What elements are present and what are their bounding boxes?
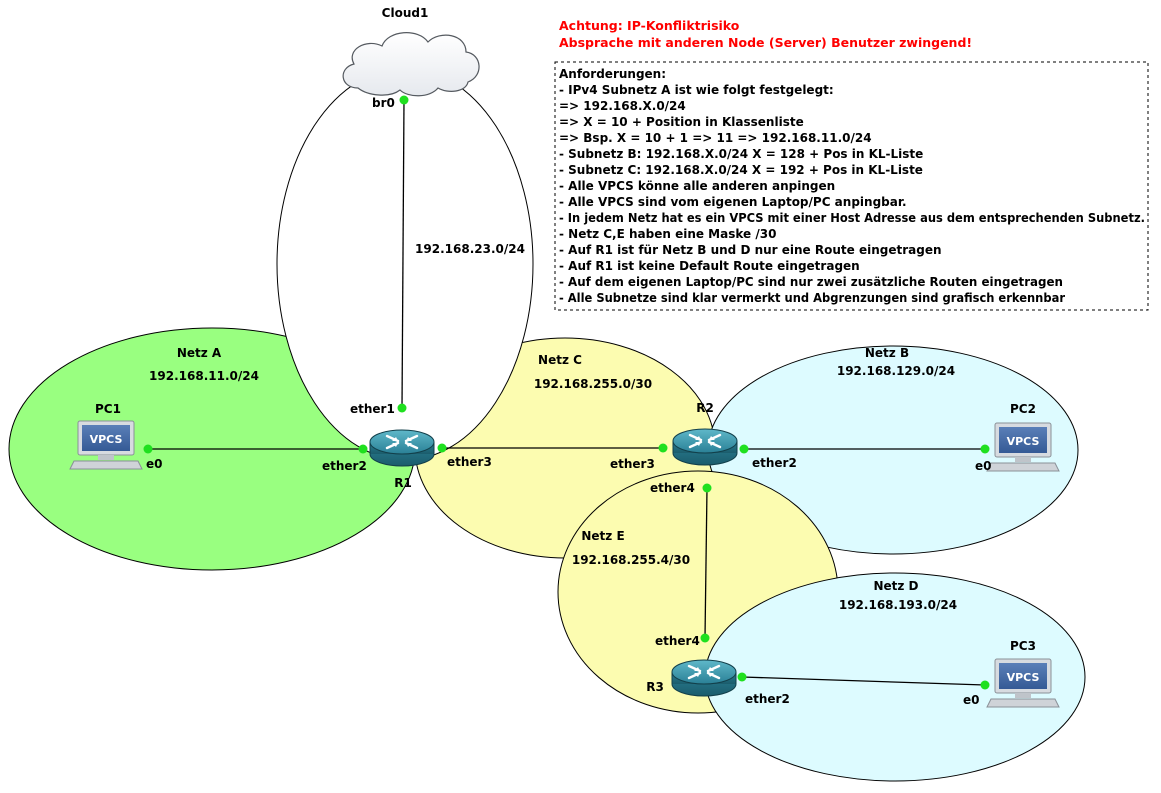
netz-c-name: Netz C xyxy=(538,353,582,367)
router-r3-label: R3 xyxy=(646,680,664,694)
netz-a-subnet: 192.168.11.0/24 xyxy=(149,369,259,383)
netz-e-subnet: 192.168.255.4/30 xyxy=(572,553,690,567)
requirement-line: - Alle VPCS sind vom eigenen Laptop/PC a… xyxy=(559,195,907,209)
requirements-list: Anforderungen: - IPv4 Subnetz A ist wie … xyxy=(559,67,1145,305)
cloud-link-subnet: 192.168.23.0/24 xyxy=(415,242,525,256)
netz-a-name: Netz A xyxy=(177,346,222,360)
router-r1-label: R1 xyxy=(394,476,412,490)
pc2-vpcs-icon[interactable]: VPCS xyxy=(986,422,1060,472)
cloud-label: Cloud1 xyxy=(382,6,429,20)
requirement-line: - In jedem Netz hat es ein VPCS mit eine… xyxy=(559,211,1145,225)
port-r2-ether2-dot[interactable] xyxy=(739,444,749,454)
netz-d-subnet: 192.168.193.0/24 xyxy=(839,598,957,612)
pc1-vpcs-icon[interactable]: VPCS xyxy=(69,420,143,470)
port-r3-ether2-label: ether2 xyxy=(745,692,790,706)
port-r1-ether3-dot[interactable] xyxy=(437,443,447,453)
pc3-vpcs-icon[interactable]: VPCS xyxy=(986,658,1060,708)
cloud-icon[interactable] xyxy=(342,32,480,97)
router-r2-icon[interactable] xyxy=(671,427,739,467)
pc3-label: PC3 xyxy=(1010,639,1036,653)
pc1-vpcs-badge: VPCS xyxy=(90,433,123,446)
requirement-line: - Auf R1 ist keine Default Route eingetr… xyxy=(559,259,860,273)
port-r1-ether2-label: ether2 xyxy=(322,459,367,473)
port-r2-ether3-dot[interactable] xyxy=(658,443,668,453)
pc2-vpcs-badge: VPCS xyxy=(1007,435,1040,448)
port-pc2-e0-label: e0 xyxy=(975,459,992,473)
netz-b-subnet: 192.168.129.0/24 xyxy=(837,364,955,378)
requirement-line: - Auf dem eigenen Laptop/PC sind nur zwe… xyxy=(559,275,1063,289)
warning-line-2: Absprache mit anderen Node (Server) Benu… xyxy=(559,35,972,50)
port-r3-ether4-label: ether4 xyxy=(655,634,700,648)
port-r1-ether1-dot[interactable] xyxy=(397,403,407,413)
port-br0-dot[interactable] xyxy=(399,95,409,105)
port-pc2-e0-dot[interactable] xyxy=(980,444,990,454)
requirement-line: - Auf R1 ist für Netz B und D nur eine R… xyxy=(559,243,942,257)
link-r3-pc3 xyxy=(741,676,986,686)
port-pc1-e0-dot[interactable] xyxy=(143,444,153,454)
requirement-line: - Netz C,E haben eine Maske /30 xyxy=(559,227,776,241)
port-r3-ether2-dot[interactable] xyxy=(737,672,747,682)
link-r2-r3 xyxy=(704,487,708,639)
port-pc3-e0-label: e0 xyxy=(963,693,980,707)
requirement-line: - Subnetz C: 192.168.X.0/24 X = 192 + Po… xyxy=(559,163,923,177)
router-r3-icon[interactable] xyxy=(670,658,738,698)
link-cloud-r1 xyxy=(401,99,405,409)
port-br0-label: br0 xyxy=(372,96,395,110)
requirement-line: => X = 10 + Position in Klassenliste xyxy=(559,115,804,129)
requirement-line: - Alle Subnetze sind klar vermerkt und A… xyxy=(559,291,1065,305)
router-r2-label: R2 xyxy=(696,401,714,415)
requirement-line: Anforderungen: xyxy=(559,67,666,81)
requirement-line: - IPv4 Subnetz A ist wie folgt festgeleg… xyxy=(559,83,834,97)
port-r2-ether3-label: ether3 xyxy=(610,457,655,471)
requirement-line: => Bsp. X = 10 + 1 => 11 => 192.168.11.0… xyxy=(559,131,872,145)
netz-c-subnet: 192.168.255.0/30 xyxy=(534,377,652,391)
port-r2-ether2-label: ether2 xyxy=(752,456,797,470)
port-pc3-e0-dot[interactable] xyxy=(980,680,990,690)
requirement-line: => 192.168.X.0/24 xyxy=(559,99,686,113)
netz-b-name: Netz B xyxy=(865,346,909,360)
pc3-vpcs-badge: VPCS xyxy=(1007,671,1040,684)
port-r2-ether4-label: ether4 xyxy=(650,481,695,495)
netz-e-name: Netz E xyxy=(581,529,624,543)
requirements-box xyxy=(554,61,1149,311)
requirement-line: - Subnetz B: 192.168.X.0/24 X = 128 + Po… xyxy=(559,147,923,161)
port-pc1-e0-label: e0 xyxy=(146,457,163,471)
router-r1-icon[interactable] xyxy=(368,428,436,468)
port-r3-ether4-dot[interactable] xyxy=(700,633,710,643)
pc2-label: PC2 xyxy=(1010,402,1036,416)
port-r2-ether4-dot[interactable] xyxy=(702,483,712,493)
pc1-label: PC1 xyxy=(95,402,121,416)
warning-line-1: Achtung: IP-Konfliktrisiko xyxy=(559,18,740,33)
netz-d-name: Netz D xyxy=(873,579,918,593)
cloud-link-zone xyxy=(276,67,534,461)
port-r1-ether1-label: ether1 xyxy=(350,402,395,416)
requirement-line: - Alle VPCS könne alle anderen anpingen xyxy=(559,179,835,193)
port-r1-ether2-dot[interactable] xyxy=(358,444,368,454)
port-r1-ether3-label: ether3 xyxy=(447,455,492,469)
